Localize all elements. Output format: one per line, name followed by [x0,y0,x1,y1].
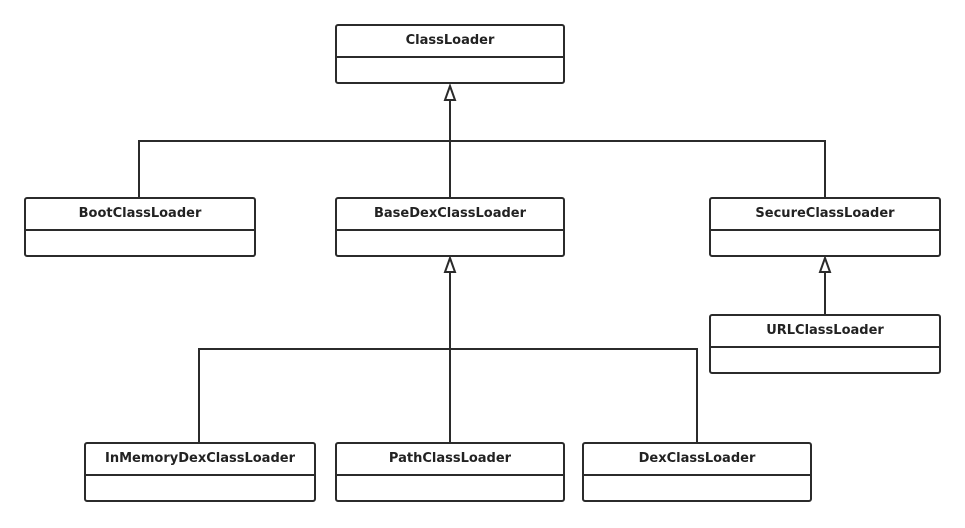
class-box-secureclassloader: SecureClassLoader [709,197,941,257]
class-body-bootclassloader [26,231,254,257]
class-body-secureclassloader [711,231,939,257]
class-box-classloader: ClassLoader [335,24,565,84]
class-box-dexclassloader: DexClassLoader [582,442,812,502]
class-body-basedexclassloader [337,231,563,257]
class-body-dexclassloader [584,476,810,502]
connector-bus-classloader [138,140,826,197]
generalization-arrowhead-classloader [443,83,457,101]
class-body-pathclassloader [337,476,563,502]
class-name-classloader: ClassLoader [337,26,563,58]
class-box-urlclassloader: URLClassLoader [709,314,941,374]
class-name-basedexclassloader: BaseDexClassLoader [337,199,563,231]
class-name-urlclassloader: URLClassLoader [711,316,939,348]
class-name-secureclassloader: SecureClassLoader [711,199,939,231]
class-box-bootclassloader: BootClassLoader [24,197,256,257]
class-name-bootclassloader: BootClassLoader [26,199,254,231]
class-body-classloader [337,58,563,84]
connector-bus-basedex [198,348,698,442]
class-name-pathclassloader: PathClassLoader [337,444,563,476]
generalization-arrowhead-secure [818,255,832,273]
class-box-inmemorydexclassloader: InMemoryDexClassLoader [84,442,316,502]
class-box-pathclassloader: PathClassLoader [335,442,565,502]
class-body-urlclassloader [711,348,939,374]
generalization-arrowhead-basedex [443,255,457,273]
class-name-inmemorydexclassloader: InMemoryDexClassLoader [86,444,314,476]
class-name-dexclassloader: DexClassLoader [584,444,810,476]
class-box-basedexclassloader: BaseDexClassLoader [335,197,565,257]
class-body-inmemorydexclassloader [86,476,314,502]
